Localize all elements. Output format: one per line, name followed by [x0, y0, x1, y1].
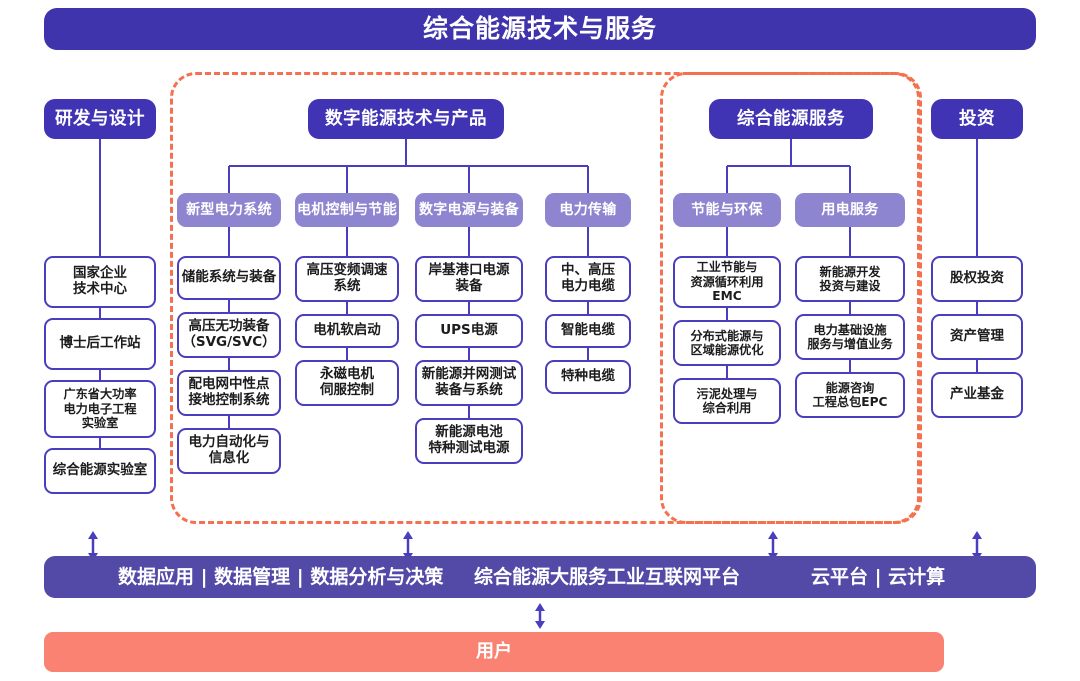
connector-sgroup-0-1 — [725, 366, 729, 378]
connector-service-drop-0 — [725, 166, 729, 193]
leaf-service-0-0[interactable]: 工业节能与 资源循环利用 EMC — [673, 256, 781, 308]
connector-group-2-1 — [467, 348, 471, 360]
dashed-frame-digital-energy — [170, 72, 920, 524]
leaf-service-0-1[interactable]: 分布式能源与 区域能源优化 — [673, 320, 781, 366]
pillar-header-rd[interactable]: 研发与设计 — [44, 99, 156, 139]
connector-group-1-trunk — [345, 227, 349, 256]
leaf-digital-2-2[interactable]: 新能源并网测试 装备与系统 — [415, 360, 523, 406]
pillar-header-digital-energy[interactable]: 数字能源技术与产品 — [308, 99, 504, 139]
leaf-service-1-1[interactable]: 电力基础设施 服务与增值业务 — [795, 314, 905, 360]
double-arrow-user — [532, 603, 548, 629]
connector-service-bus — [727, 164, 850, 168]
connector-group-2-2 — [467, 406, 471, 418]
platform-bar: 数据应用 | 数据管理 | 数据分析与决策 综合能源大服务工业互联网平台 云平台 |… — [44, 556, 1036, 598]
leaf-digital-2-0[interactable]: 岸基港口电源 装备 — [415, 256, 523, 302]
platform-bar-segment-0: 数据应用 | 数据管理 | 数据分析与决策 — [118, 565, 444, 588]
leaf-service-1-0[interactable]: 新能源开发 投资与建设 — [795, 256, 905, 302]
connector-group-0-0 — [227, 300, 231, 312]
connector-group-0-trunk — [227, 227, 231, 256]
leaf-rd-2[interactable]: 广东省大功率 电力电子工程 实验室 — [44, 380, 156, 438]
connector-group-1-1 — [345, 348, 349, 360]
connector-group-3-trunk — [586, 227, 590, 256]
connector-sgroup-1-trunk — [848, 227, 852, 256]
group-header-2-digital[interactable]: 数字电源与装备 — [415, 193, 523, 227]
connector-group-0-1 — [227, 358, 231, 370]
leaf-digital-3-2[interactable]: 特种电缆 — [545, 360, 631, 394]
pillar-header-investment[interactable]: 投资 — [931, 99, 1023, 139]
connector-group-3-0 — [586, 302, 590, 314]
connector-service-drop-1 — [848, 166, 852, 193]
connector-digital-bus — [229, 164, 588, 168]
connector-digital-drop-3 — [586, 166, 590, 193]
leaf-digital-2-3[interactable]: 新能源电池 特种测试电源 — [415, 418, 523, 464]
connector-rd-2 — [98, 438, 102, 448]
group-header-0-service[interactable]: 节能与环保 — [673, 193, 781, 227]
leaf-digital-0-0[interactable]: 储能系统与装备 — [177, 256, 281, 300]
platform-bar-segment-1: 综合能源大服务工业互联网平台 — [474, 565, 741, 588]
connector-rd-1 — [98, 370, 102, 380]
leaf-investment-2[interactable]: 产业基金 — [931, 372, 1023, 418]
leaf-rd-3[interactable]: 综合能源实验室 — [44, 448, 156, 494]
connector-group-2-trunk — [467, 227, 471, 256]
leaf-service-1-2[interactable]: 能源咨询 工程总包EPC — [795, 372, 905, 418]
user-bar: 用户 — [44, 632, 944, 672]
leaf-digital-0-3[interactable]: 电力自动化与 信息化 — [177, 428, 281, 474]
group-header-1-digital[interactable]: 电机控制与节能 — [295, 193, 399, 227]
leaf-investment-1[interactable]: 资产管理 — [931, 314, 1023, 360]
leaf-digital-1-0[interactable]: 高压变频调速 系统 — [295, 256, 399, 302]
leaf-digital-0-2[interactable]: 配电网中性点 接地控制系统 — [177, 370, 281, 416]
pillar-header-integrated-service[interactable]: 综合能源服务 — [709, 99, 873, 139]
leaf-digital-3-0[interactable]: 中、高压 电力电缆 — [545, 256, 631, 302]
connector-rd-0 — [98, 308, 102, 318]
connector-sgroup-1-1 — [848, 360, 852, 372]
group-header-3-digital[interactable]: 电力传输 — [545, 193, 631, 227]
connector-digital-drop-0 — [227, 166, 231, 193]
connector-sgroup-1-0 — [848, 302, 852, 314]
connector-service-trunk — [789, 139, 793, 166]
leaf-rd-0[interactable]: 国家企业 技术中心 — [44, 256, 156, 308]
leaf-digital-2-1[interactable]: UPS电源 — [415, 314, 523, 348]
leaf-digital-1-2[interactable]: 永磁电机 伺服控制 — [295, 360, 399, 406]
connector-inv-1 — [975, 360, 979, 372]
connector-digital-drop-2 — [467, 166, 471, 193]
connector-sgroup-0-0 — [725, 308, 729, 320]
leaf-rd-1[interactable]: 博士后工作站 — [44, 318, 156, 370]
connector-inv-trunk — [975, 139, 979, 256]
group-header-1-service[interactable]: 用电服务 — [795, 193, 905, 227]
leaf-digital-1-1[interactable]: 电机软启动 — [295, 314, 399, 348]
connector-group-2-0 — [467, 302, 471, 314]
leaf-digital-3-1[interactable]: 智能电缆 — [545, 314, 631, 348]
leaf-digital-0-1[interactable]: 高压无功装备 （SVG/SVC） — [177, 312, 281, 358]
page-title-bar: 综合能源技术与服务 — [44, 8, 1036, 50]
connector-inv-0 — [975, 302, 979, 314]
connector-group-1-0 — [345, 302, 349, 314]
platform-bar-segment-2: 云平台 | 云计算 — [811, 565, 946, 588]
dashed-frame-integrated-service — [660, 72, 922, 524]
leaf-investment-0[interactable]: 股权投资 — [931, 256, 1023, 302]
connector-group-3-1 — [586, 348, 590, 360]
connector-digital-drop-1 — [345, 166, 349, 193]
connector-sgroup-0-trunk — [725, 227, 729, 256]
connector-rd-trunk — [98, 139, 102, 256]
group-header-0-digital[interactable]: 新型电力系统 — [177, 193, 281, 227]
leaf-service-0-2[interactable]: 污泥处理与 综合利用 — [673, 378, 781, 424]
connector-digital-trunk — [404, 139, 408, 166]
connector-group-0-2 — [227, 416, 231, 428]
